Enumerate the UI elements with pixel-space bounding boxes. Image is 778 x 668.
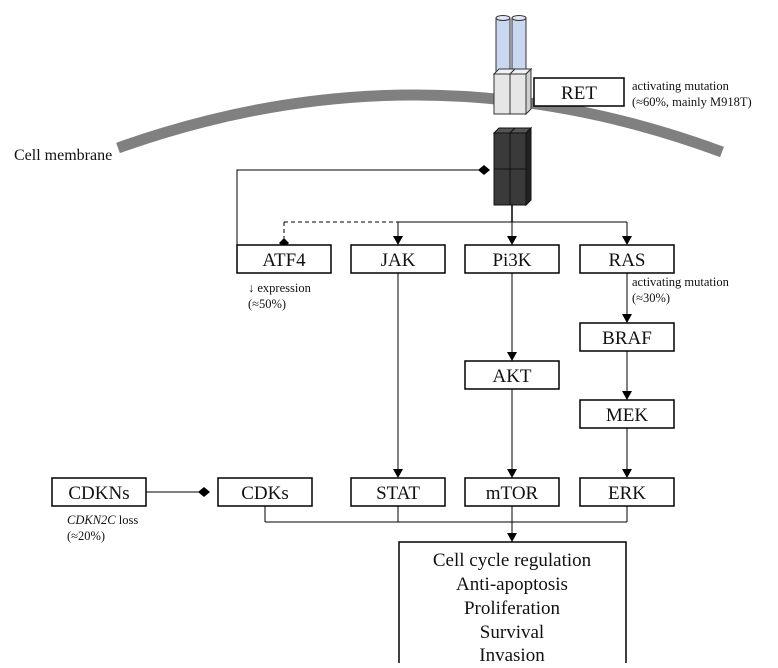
ras-annotation-line2: (≈30%)	[632, 291, 670, 305]
arrow-mek-erk-head	[622, 469, 632, 478]
atf4-box	[236, 244, 332, 274]
atf4-annotation-line1: ↓ expression	[248, 281, 312, 295]
outcome-survival: Survival	[480, 622, 544, 643]
cdkns-inhibit-head	[198, 487, 210, 497]
jak-label: JAK	[381, 250, 416, 271]
cdks-box	[217, 477, 313, 507]
atf4-annotation-line2: (≈50%)	[248, 297, 286, 311]
ret-receptor-icon	[492, 15, 533, 207]
arrow-jak-stat-head	[393, 469, 403, 478]
arrow-braf-mek-head	[622, 391, 632, 400]
arrow-to-outcomes-head	[507, 533, 517, 542]
arrow-to-ras-head	[622, 236, 632, 245]
arrow-to-jak-head	[393, 236, 403, 245]
outcome-proliferation: Proliferation	[464, 598, 561, 619]
ret-label: RET	[561, 83, 597, 104]
ret-annotation-line1: activating mutation	[632, 79, 730, 93]
ret-annotation-line2: (≈60%, mainly M918T)	[632, 95, 752, 109]
cdkn-annotation-line2: (≈20%)	[67, 529, 105, 543]
braf-label: BRAF	[602, 328, 652, 349]
ras-box	[579, 244, 675, 274]
cdkn-annotation-line1: CDKN2C loss	[67, 513, 138, 527]
atf4-feedback-head	[478, 165, 490, 175]
ras-annotation-line1: activating mutation	[632, 275, 730, 289]
ras-label: RAS	[609, 250, 646, 271]
outcome-anti-apoptosis: Anti-apoptosis	[456, 574, 568, 595]
cell-membrane	[116, 89, 724, 158]
arrow-akt-mtor-head	[507, 469, 517, 478]
mtor-label: mTOR	[486, 483, 539, 504]
arrow-ras-braf-head	[622, 314, 632, 323]
erk-label: ERK	[608, 483, 646, 504]
membrane-label: Cell membrane	[14, 147, 112, 164]
jak-box	[350, 244, 446, 274]
erk-box	[579, 477, 675, 507]
pi3k-box	[464, 244, 560, 274]
pi3k-label: Pi3K	[492, 250, 531, 271]
outcome-cell-cycle: Cell cycle regulation	[433, 550, 592, 571]
arrow-pi3k-akt-head	[507, 352, 517, 361]
stat-label: STAT	[376, 483, 420, 504]
akt-box	[464, 360, 560, 390]
braf-box	[579, 322, 675, 352]
atf4-label: ATF4	[262, 250, 306, 271]
stat-box	[350, 477, 446, 507]
outcomes-box	[398, 541, 627, 668]
atf4-feedback-line	[236, 169, 484, 245]
akt-label: AKT	[492, 366, 531, 387]
ret-box	[533, 77, 625, 107]
mtor-box	[464, 477, 560, 507]
outcome-invasion: Invasion	[479, 645, 545, 663]
cdkns-label: CDKNs	[68, 483, 129, 504]
cdks-label: CDKs	[241, 483, 289, 504]
mek-label: MEK	[606, 405, 649, 426]
arrow-to-pi3k-head	[507, 236, 517, 245]
